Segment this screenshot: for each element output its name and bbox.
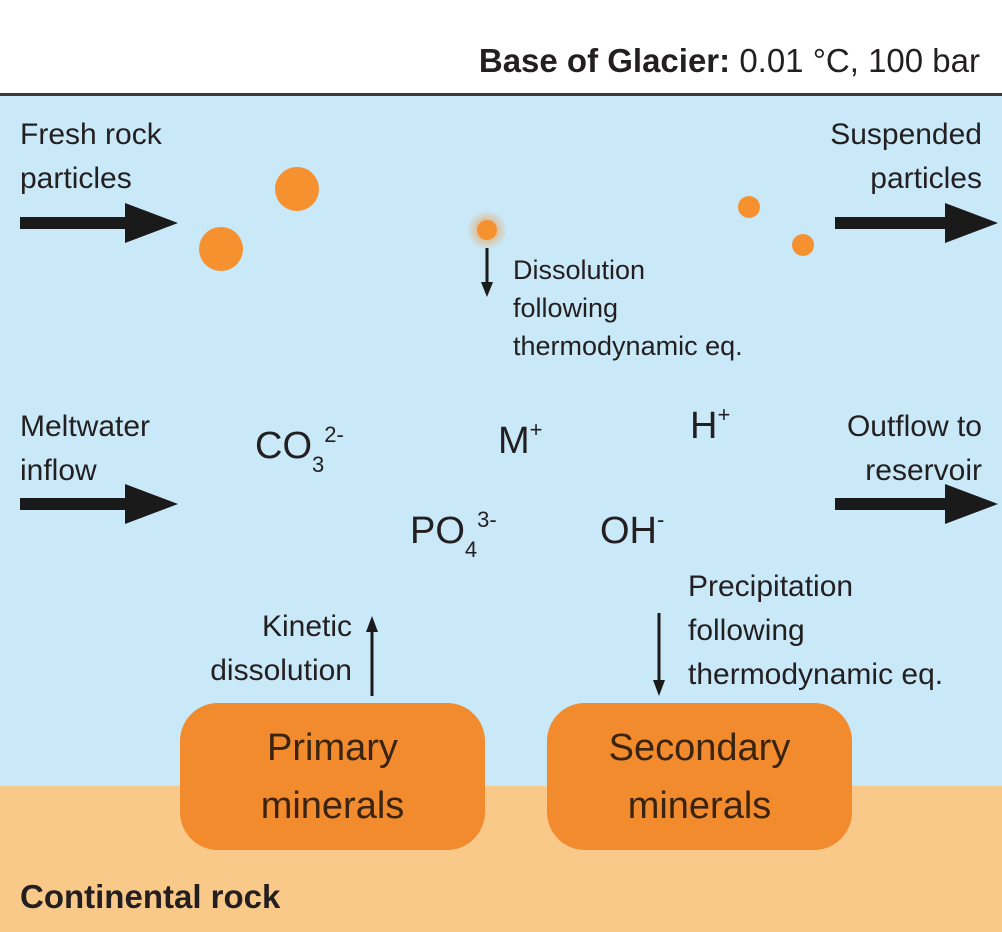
secondary-line1: Secondary — [608, 726, 791, 769]
precipitation-line3: thermodynamic eq. — [688, 658, 944, 691]
suspended-particle — [738, 196, 760, 218]
hydrogen-ion: H+ — [690, 402, 731, 447]
kinetic-dissolution-arrow — [366, 616, 378, 696]
phosphate-ion: PO43- — [410, 507, 497, 562]
outflow-arrow — [835, 484, 998, 524]
meltwater-label-line2: inflow — [20, 454, 97, 487]
primary-line1: Primary — [267, 726, 398, 769]
kinetic-line1: Kinetic — [261, 610, 352, 643]
outflow-label-line2: reservoir — [865, 454, 982, 487]
suspended-particle — [792, 234, 814, 256]
fresh-rock-arrow — [20, 203, 178, 243]
dissolution-line2: following — [513, 293, 619, 323]
meltwater-inflow-arrow — [20, 484, 178, 524]
fresh-rock-label-line2: particles — [20, 162, 132, 195]
continental-rock-label: Continental rock — [20, 878, 281, 915]
hydroxide-ion: OH- — [600, 507, 665, 552]
meltwater-label-line1: Meltwater — [20, 410, 151, 443]
dissolution-arrow — [481, 248, 493, 297]
carbonate-ion: CO32- — [255, 422, 344, 477]
dissolving-particle — [477, 220, 497, 240]
meltwater-region — [0, 93, 1002, 786]
suspended-particles-arrow — [835, 203, 998, 243]
glacier-conditions-value: 0.01 °C, 100 bar — [739, 42, 980, 79]
primary-minerals-box: Primary minerals — [180, 703, 485, 850]
precipitation-arrow — [653, 613, 665, 696]
primary-line2: minerals — [260, 784, 405, 827]
dissolution-line3: thermodynamic eq. — [513, 331, 743, 361]
kinetic-line2: dissolution — [210, 654, 352, 687]
secondary-minerals-box: Secondary minerals — [547, 703, 852, 850]
precipitation-line1: Precipitation — [688, 570, 854, 603]
fresh-rock-label-line1: Fresh rock — [20, 118, 162, 151]
kinetic-dissolution-label: Kinetic dissolution — [210, 605, 352, 693]
rock-particle — [275, 167, 319, 211]
dissolution-line1: Dissolution — [513, 255, 646, 285]
suspended-label-line1: Suspended — [830, 118, 982, 151]
meltwater-inflow-label: Meltwater inflow — [20, 405, 150, 493]
header-band: Base of Glacier: 0.01 °C, 100 bar — [0, 0, 1002, 93]
fresh-rock-label: Fresh rock particles — [20, 113, 162, 201]
dissolution-label: Dissolution following thermodynamic eq. — [513, 251, 743, 365]
precipitation-label: Precipitation following thermodynamic eq… — [688, 565, 943, 697]
secondary-line2: minerals — [627, 784, 772, 827]
suspended-label-line2: particles — [870, 162, 982, 195]
rock-particle — [199, 227, 243, 271]
outflow-label: Outflow to reservoir — [847, 405, 982, 493]
suspended-particles-label: Suspended particles — [830, 113, 982, 201]
precipitation-line2: following — [688, 614, 805, 647]
metal-ion: M+ — [498, 417, 543, 462]
glacier-conditions-title: Base of Glacier: — [478, 42, 731, 79]
outflow-label-line1: Outflow to — [846, 410, 982, 443]
glacier-conditions-label: Base of Glacier: 0.01 °C, 100 bar — [479, 42, 980, 80]
